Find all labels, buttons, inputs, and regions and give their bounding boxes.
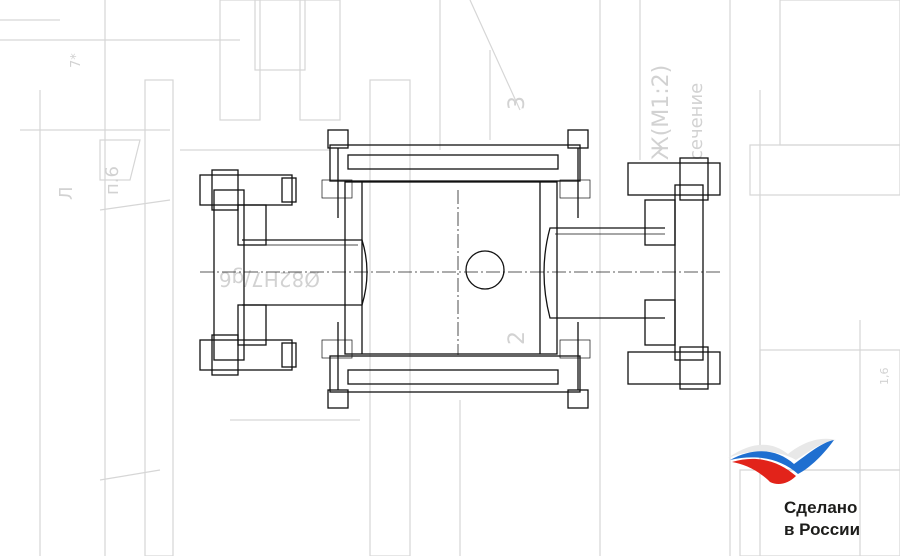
label-callout-3: 3 [505, 96, 530, 110]
label-letter-l: Л [56, 186, 77, 200]
flag-wave-icon [728, 438, 836, 484]
label-roughness: 1,6 [878, 368, 891, 386]
logo-text-line1: Сделано [784, 498, 858, 517]
label-callout-2: 2 [505, 331, 530, 345]
label-dim-7: 7* [69, 53, 84, 68]
sight-glass-assembly [199, 129, 721, 409]
label-section-title: Ж(М1:2) [649, 65, 674, 160]
label-section-caption: сечение [686, 83, 707, 160]
made-in-russia-logo: Сделано в России [728, 432, 878, 548]
label-fit-dimension: Ø82H7/g6 [219, 267, 320, 291]
label-note-p6: п.6 [102, 166, 123, 195]
logo-text-line2: в России [784, 520, 861, 539]
